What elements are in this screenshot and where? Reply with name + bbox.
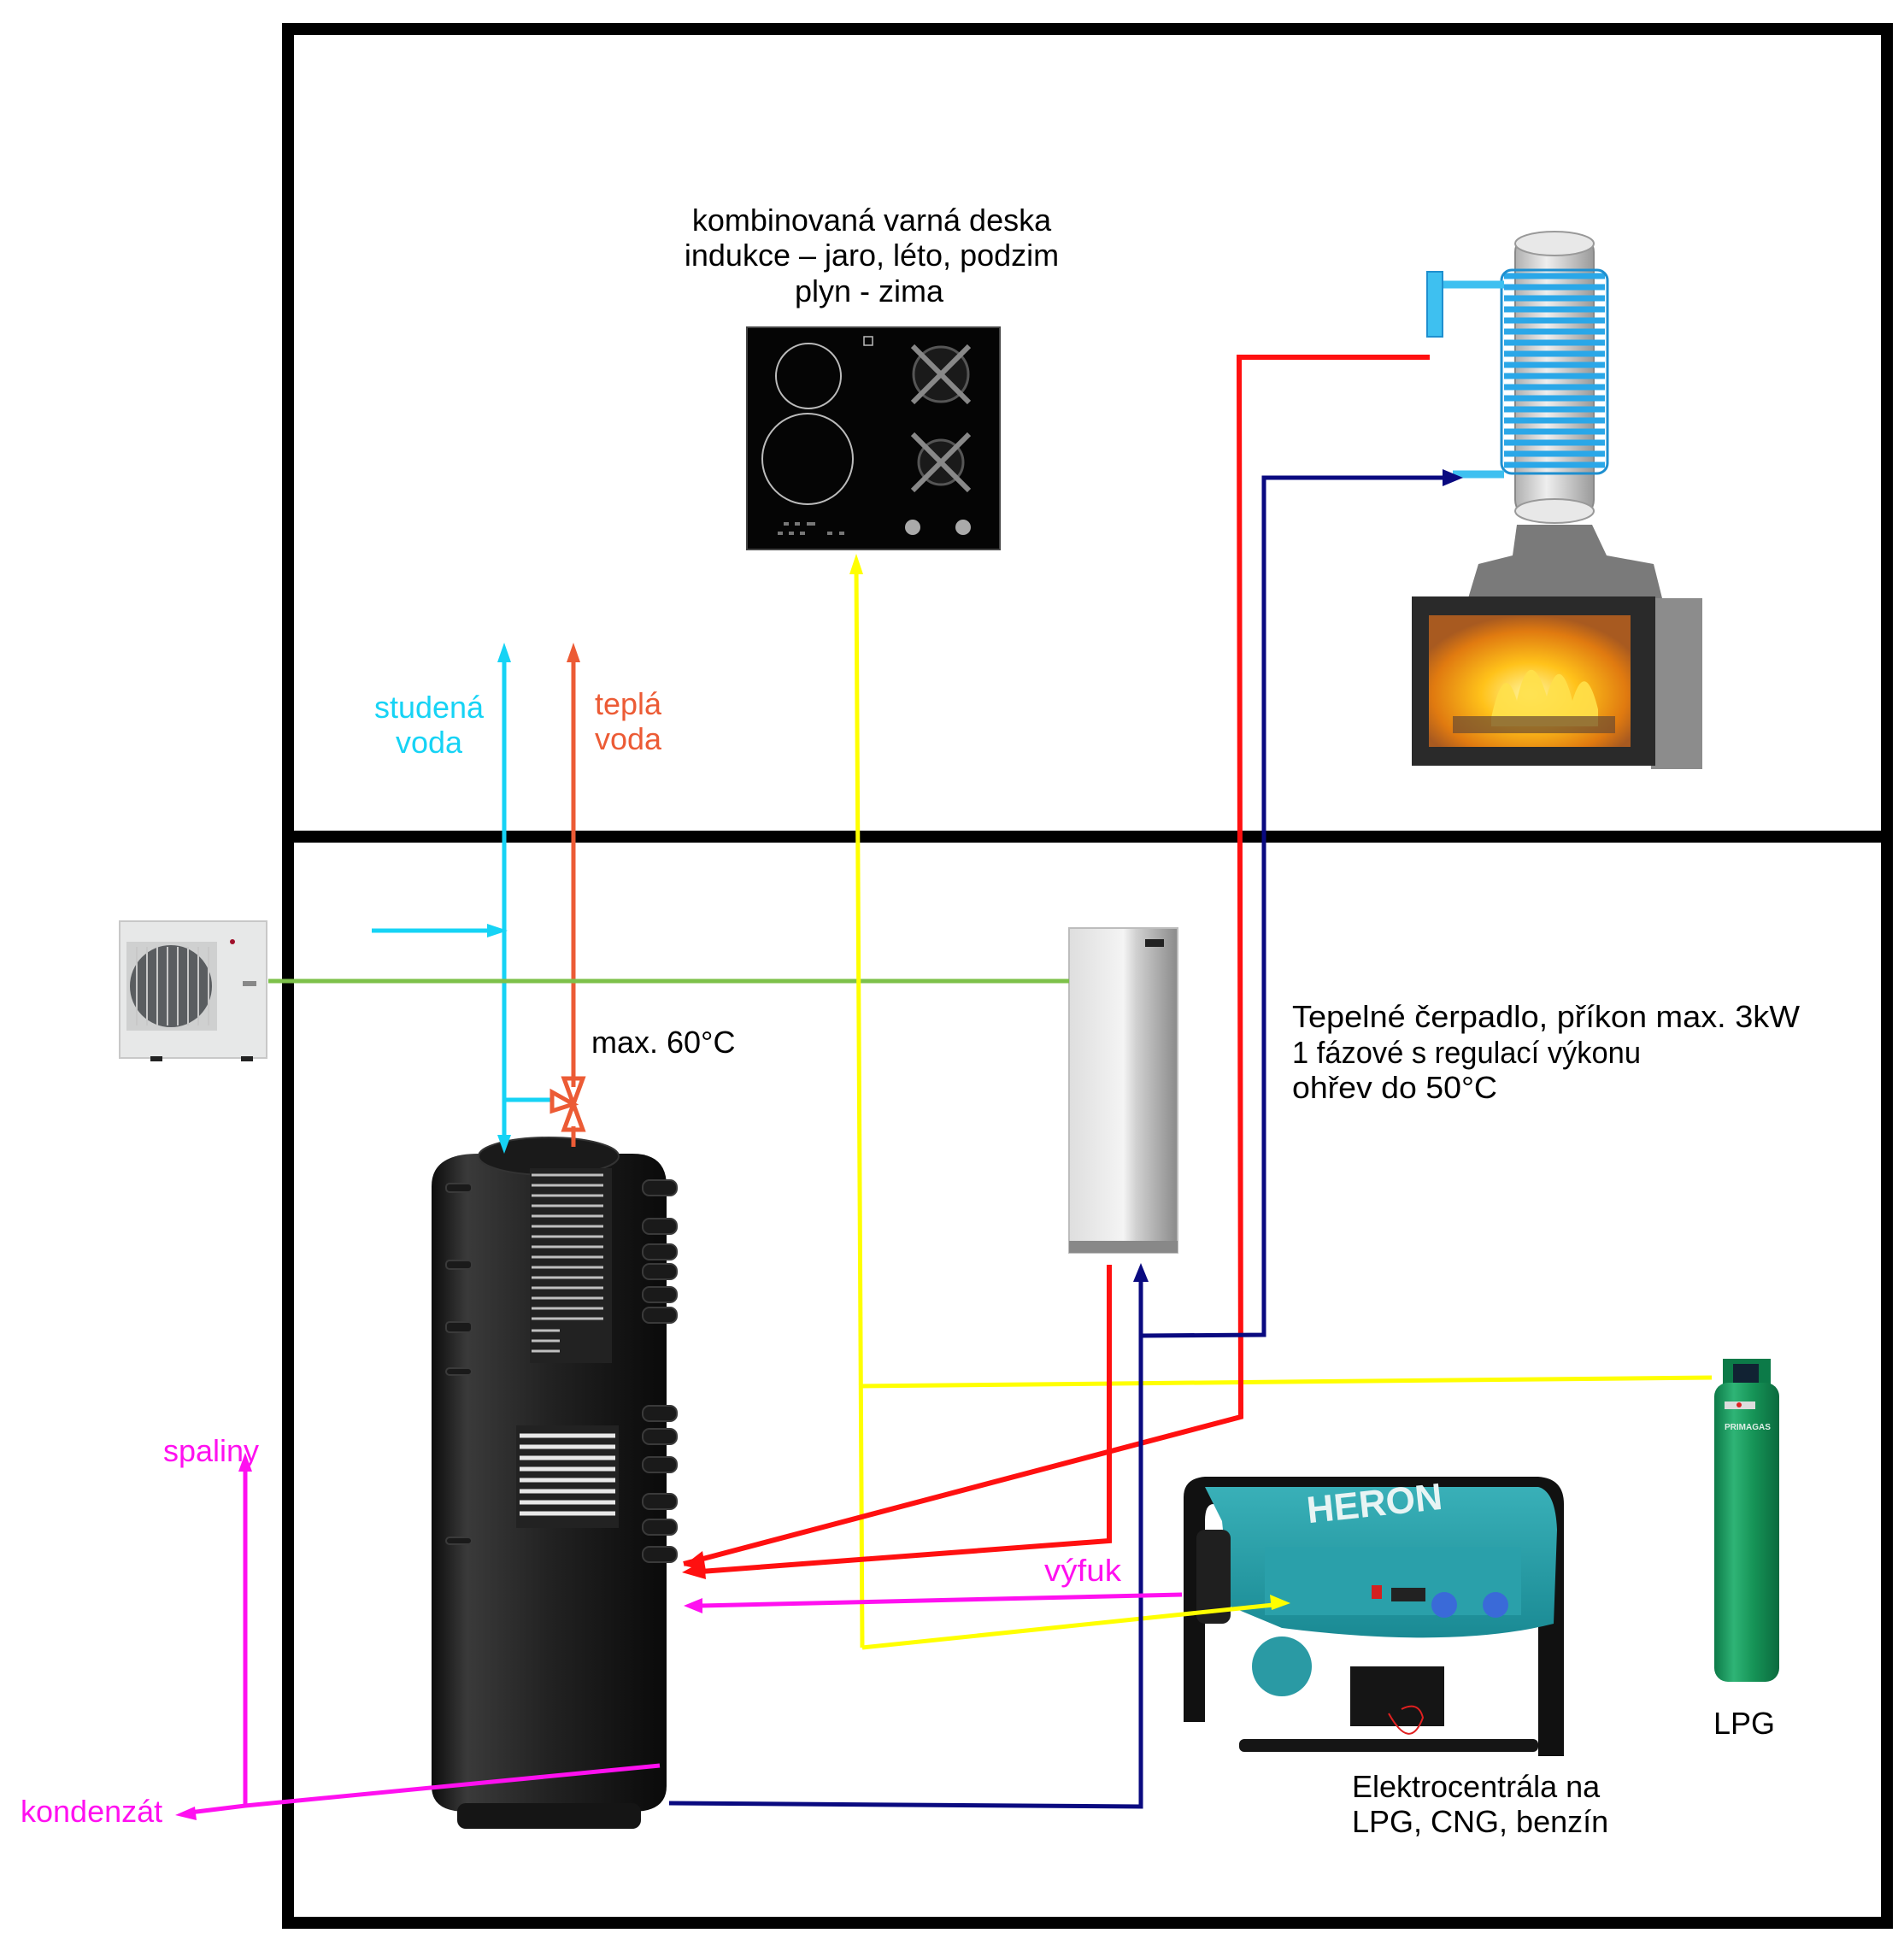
exhaust-arrow xyxy=(684,1598,702,1613)
gas-burner-top xyxy=(910,344,972,405)
generator-switch xyxy=(1372,1585,1382,1599)
gas-hob-arrow xyxy=(849,554,863,574)
brand-logo xyxy=(863,336,873,346)
lpg-label: LPG xyxy=(1713,1706,1775,1741)
cold-water-label-2: voda xyxy=(396,725,463,760)
gas-generator-arrow xyxy=(1270,1595,1290,1610)
generator-label-1: Elektrocentrála na xyxy=(1352,1769,1601,1804)
hot-water-up-arrow xyxy=(567,643,580,662)
gas-from-cylinder xyxy=(858,1375,1713,1389)
fireplace-body xyxy=(1651,598,1702,769)
heat-pump-label-3: ohřev do 50°C xyxy=(1292,1070,1497,1105)
flames xyxy=(1491,669,1598,726)
socket-1 xyxy=(1431,1592,1457,1618)
condensate-arrow xyxy=(175,1807,197,1820)
heating-flow-lines xyxy=(682,355,1430,1579)
heat-pump-return-arrow xyxy=(1133,1263,1149,1282)
lower-coil-cutout xyxy=(516,1425,619,1528)
flue-gas-up-arrow xyxy=(238,1453,252,1472)
cold-water-label-1: studená xyxy=(374,690,485,725)
hob-title-line-2: indukce – jaro, léto, podzim xyxy=(685,238,1059,273)
hob-title-line-1: kombinovaná varná deska xyxy=(692,203,1052,238)
fireplace-return xyxy=(1140,475,1444,1338)
labels: kombinovaná varná deska indukce – jaro, … xyxy=(21,203,1800,1839)
lpg-cylinder: PRIMAGAS xyxy=(1714,1359,1779,1682)
max-temp-label: max. 60°C xyxy=(591,1025,735,1060)
upper-coil-cutout xyxy=(530,1168,612,1363)
condensate-label: kondenzát xyxy=(21,1794,162,1829)
cylinder-brand: PRIMAGAS xyxy=(1725,1423,1771,1432)
gas-knob-2 xyxy=(955,520,971,535)
gas-to-hob xyxy=(854,565,865,1648)
firewood xyxy=(1453,716,1615,733)
heating-return-lines xyxy=(668,469,1463,1809)
socket-2 xyxy=(1483,1592,1508,1618)
heat-pump-indoor-unit xyxy=(1068,927,1178,1254)
induction-zone-large xyxy=(761,413,854,505)
generator-label-2: LPG, CNG, benzín xyxy=(1352,1804,1608,1839)
gas-knob-1 xyxy=(905,520,920,535)
heating-flow-arrow-2 xyxy=(684,1551,706,1571)
heat-pump-flow xyxy=(700,1265,1112,1574)
tank-return xyxy=(668,1280,1143,1809)
generator: HERON xyxy=(1184,1476,1564,1756)
hot-water-lines xyxy=(549,643,586,1147)
coil-connection-box xyxy=(1426,271,1443,338)
storage-tank xyxy=(432,1137,678,1829)
cold-water-inlet-arrow xyxy=(487,924,508,937)
hob-title-line-3: plyn - zima xyxy=(795,273,944,308)
exhaust-lines xyxy=(175,1453,1183,1820)
touch-controls xyxy=(778,522,844,535)
generator-display xyxy=(1391,1588,1425,1601)
building-walls xyxy=(282,23,1893,1929)
exhaust-label: výfuk xyxy=(1044,1553,1122,1588)
thermostatic-mixing-valve xyxy=(549,1076,586,1132)
cold-water-down-arrow xyxy=(497,1135,511,1154)
hot-water-label-2: voda xyxy=(595,721,662,756)
heat-pump-label-2: 1 fázové s regulací výkonu xyxy=(1292,1035,1641,1070)
gas-burner-bottom xyxy=(910,432,972,493)
building-outline xyxy=(282,23,1893,1929)
generator-exhaust xyxy=(700,1592,1183,1608)
fireplace-flow xyxy=(683,355,1430,1566)
fireplace-hood xyxy=(1468,525,1662,598)
hot-water-label-1: teplá xyxy=(595,686,662,721)
fireplace-heat-exchanger xyxy=(1412,231,1702,769)
heat-pump-outdoor-unit xyxy=(119,920,267,1061)
gas-to-generator xyxy=(861,1602,1274,1650)
fireplace-return-arrow xyxy=(1443,469,1463,486)
water-coil xyxy=(1504,273,1605,468)
combi-hob xyxy=(746,326,1001,550)
fan-grille xyxy=(130,945,212,1027)
induction-zone-small xyxy=(775,343,842,409)
cold-water-up-arrow xyxy=(497,643,511,662)
heat-pump-label-1: Tepelné čerpadlo, příkon max. 3kW xyxy=(1292,999,1800,1034)
cold-water-lines xyxy=(372,643,552,1154)
flue-gas-label: spaliny xyxy=(163,1433,259,1468)
tank-ports xyxy=(445,1179,678,1563)
gas-lines xyxy=(849,554,1713,1650)
